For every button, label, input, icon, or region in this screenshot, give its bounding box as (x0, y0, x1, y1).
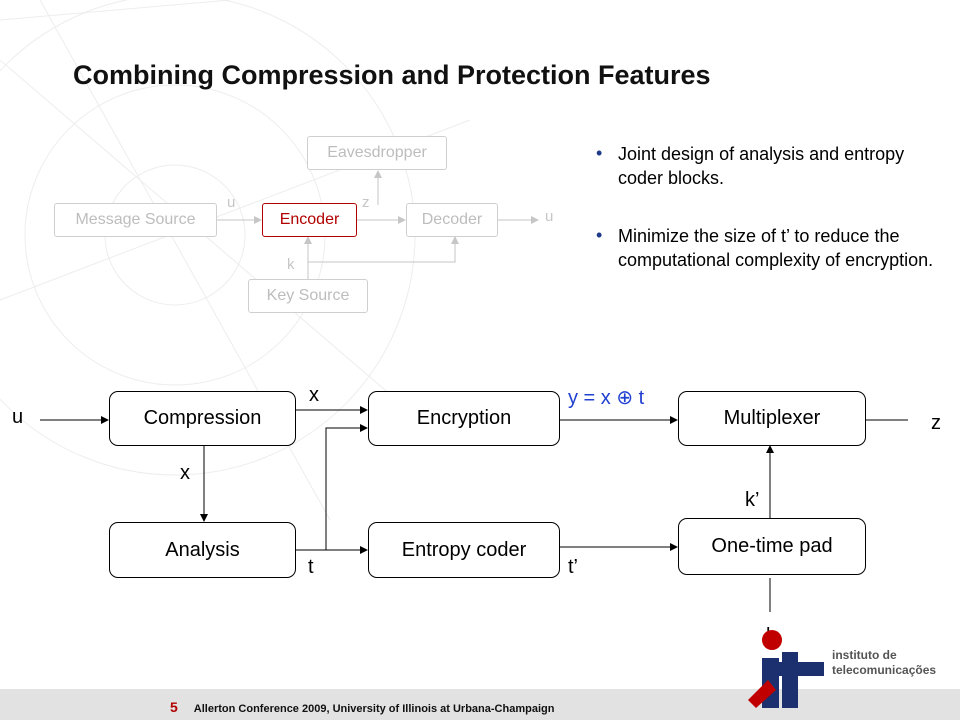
bullet-list: • Joint design of analysis and entropy co… (596, 142, 946, 306)
small-label-u-out: u (545, 208, 554, 225)
analysis-block: Analysis (109, 522, 296, 578)
label-x-side: x (180, 462, 190, 484)
label-y-equation: y = x ⊕ t (568, 387, 645, 409)
entropy-coder-block: Entropy coder (368, 522, 560, 578)
small-label-u-in: u (227, 194, 236, 211)
bullet-text: Minimize the size of t’ to reduce the co… (618, 226, 934, 270)
label-t-prime: t’ (568, 556, 578, 578)
compression-block: Compression (109, 391, 296, 446)
label-z: z (931, 412, 941, 434)
encryption-block: Encryption (368, 391, 560, 446)
bullet-item: • Joint design of analysis and entropy co… (596, 142, 946, 190)
label-t: t (308, 556, 314, 578)
logo-line-1: instituto de (832, 648, 897, 662)
logo-line-2: telecomunicações (832, 663, 937, 677)
footer-bar (0, 689, 960, 720)
one-time-pad-block: One-time pad (678, 518, 866, 575)
message-source-box: Message Source (54, 203, 217, 237)
bullet-item: • Minimize the size of t’ to reduce the c… (596, 224, 946, 272)
logo-text: instituto de telecomunicações (832, 648, 936, 678)
label-k-prime: k’ (745, 489, 760, 511)
multiplexer-block: Multiplexer (678, 391, 866, 446)
label-u: u (12, 406, 24, 428)
bullet-dot-icon: • (596, 225, 603, 245)
key-source-box: Key Source (248, 279, 368, 313)
decoder-box: Decoder (406, 203, 498, 237)
footer: 5 Allerton Conference 2009, University of… (170, 699, 554, 715)
encoder-box: Encoder (262, 203, 357, 237)
label-x-top: x (309, 384, 319, 406)
page-number: 5 (170, 699, 178, 715)
small-label-k: k (287, 256, 295, 273)
page-title: Combining Compression and Protection Fea… (73, 60, 711, 90)
small-label-z: z (362, 194, 370, 211)
footer-text: Allerton Conference 2009, University of … (193, 703, 555, 715)
eavesdropper-box: Eavesdropper (307, 136, 447, 170)
bullet-dot-icon: • (596, 143, 603, 163)
bullet-text: Joint design of analysis and entropy cod… (618, 144, 905, 188)
